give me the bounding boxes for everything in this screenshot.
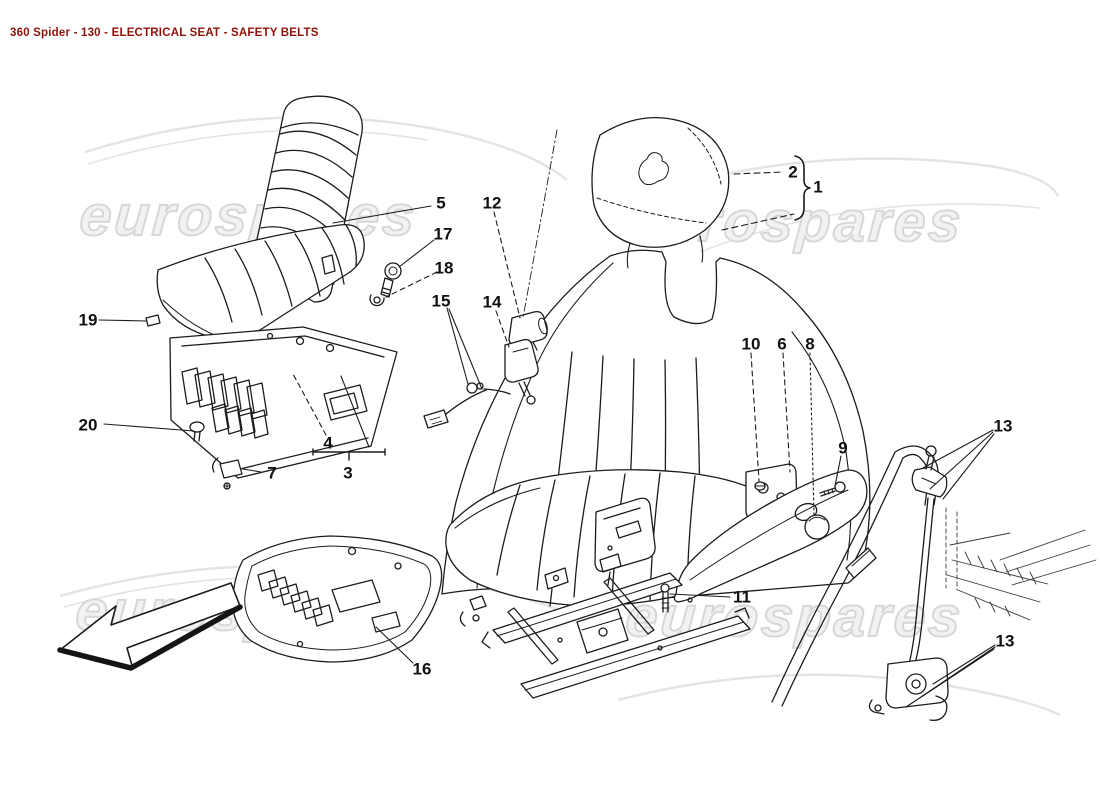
callout-6: 6 bbox=[777, 334, 787, 354]
direction-arrow-icon bbox=[57, 582, 243, 671]
callout-1: 1 bbox=[813, 177, 823, 197]
callout-13-top: 13 bbox=[993, 416, 1013, 436]
left-seat-drawing bbox=[145, 95, 365, 341]
callout-4: 4 bbox=[323, 433, 333, 453]
left-seat-frame-drawing bbox=[169, 326, 398, 479]
page-title: 360 Spider - 130 - ELECTRICAL SEAT - SAF… bbox=[10, 27, 319, 39]
callout-10: 10 bbox=[741, 334, 761, 354]
callout-19: 19 bbox=[78, 310, 98, 330]
callout-15: 15 bbox=[431, 291, 451, 311]
seatbelt-drawing bbox=[771, 445, 949, 721]
callout-8: 8 bbox=[805, 334, 815, 354]
armrest-trim-drawing bbox=[673, 469, 868, 603]
callout-5: 5 bbox=[436, 193, 446, 213]
callout-17: 17 bbox=[433, 224, 453, 244]
bracket-group-3 bbox=[312, 448, 386, 461]
leader-lines bbox=[98, 171, 996, 708]
chassis-sketch bbox=[945, 507, 1097, 621]
callout-13-bottom: 13 bbox=[995, 631, 1015, 651]
callout-12: 12 bbox=[482, 193, 502, 213]
callout-14: 14 bbox=[482, 292, 502, 312]
seat-rails-drawing bbox=[459, 553, 751, 699]
callout-16: 16 bbox=[412, 659, 432, 679]
callout-11: 11 bbox=[733, 587, 751, 607]
bracket-group-1 bbox=[794, 155, 811, 221]
callout-9: 9 bbox=[838, 438, 848, 458]
callout-18: 18 bbox=[434, 258, 454, 278]
callout-7: 7 bbox=[267, 463, 277, 483]
callout-20: 20 bbox=[78, 415, 98, 435]
small-parts-drawing bbox=[189, 129, 846, 613]
callout-2: 2 bbox=[788, 162, 798, 182]
callout-3: 3 bbox=[343, 463, 353, 483]
seat-pan-drawing bbox=[231, 535, 443, 663]
